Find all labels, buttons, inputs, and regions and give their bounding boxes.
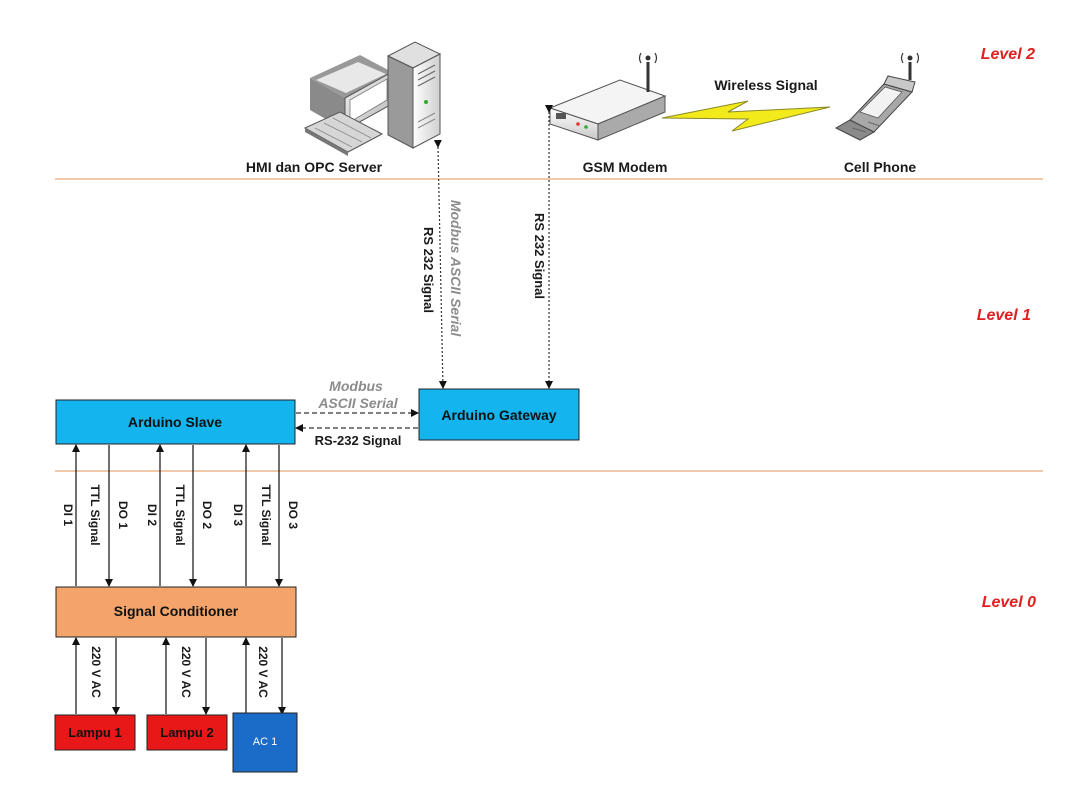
ac-v2-label: 220 V AC bbox=[179, 646, 193, 698]
do3-label: DO 3 bbox=[286, 501, 300, 529]
ttl2-label: TTL Signal bbox=[173, 484, 187, 545]
level1-label: Level 1 bbox=[977, 307, 1031, 324]
cell-phone-icon bbox=[834, 52, 920, 141]
signal-conditioner-box bbox=[55, 586, 297, 638]
di3-label: DI 3 bbox=[231, 504, 245, 526]
ac-v3-label: 220 V AC bbox=[256, 646, 270, 698]
level0-label: Level 0 bbox=[982, 594, 1036, 611]
signal-conditioner-label: Signal Conditioner bbox=[114, 603, 239, 619]
di2-label: DI 2 bbox=[145, 504, 159, 526]
arduino-gateway-label: Arduino Gateway bbox=[441, 407, 556, 423]
level2-label: Level 2 bbox=[981, 46, 1035, 63]
modbus-h-line1: Modbus bbox=[329, 378, 383, 394]
hmi-label: HMI dan OPC Server bbox=[246, 159, 383, 175]
wireless-signal-label: Wireless Signal bbox=[714, 77, 817, 93]
lampu2-box bbox=[146, 714, 228, 751]
do1-label: DO 1 bbox=[116, 501, 130, 529]
computer-icon bbox=[303, 41, 442, 156]
arduino-gateway-box bbox=[418, 388, 580, 441]
ac1-label: AC 1 bbox=[253, 736, 277, 748]
modbus-vertical-label: Modbus ASCII Serial bbox=[448, 200, 464, 338]
rs232-pc-label: RS 232 Signal bbox=[421, 227, 436, 313]
rs232-h-label: RS-232 Signal bbox=[315, 433, 402, 448]
cell-phone-label: Cell Phone bbox=[844, 159, 917, 175]
ttl3-label: TTL Signal bbox=[259, 484, 273, 545]
pc-gateway-link bbox=[433, 139, 447, 389]
gsm-modem-icon bbox=[548, 52, 667, 141]
rs232-modem-label: RS 232 Signal bbox=[532, 213, 547, 299]
arduino-slave-label: Arduino Slave bbox=[128, 414, 222, 430]
wireless-signal-icon bbox=[661, 100, 831, 132]
gsm-modem-label: GSM Modem bbox=[583, 159, 668, 175]
ttl1-label: TTL Signal bbox=[88, 484, 102, 545]
arduino-slave-box bbox=[55, 399, 296, 445]
lampu1-label: Lampu 1 bbox=[68, 725, 121, 740]
di1-label: DI 1 bbox=[61, 504, 75, 526]
lampu1-box bbox=[54, 714, 136, 751]
do2-label: DO 2 bbox=[200, 501, 214, 529]
ac-v1-label: 220 V AC bbox=[89, 646, 103, 698]
lampu2-label: Lampu 2 bbox=[160, 725, 213, 740]
modbus-h-line2: ASCII Serial bbox=[317, 395, 398, 411]
ac1-box bbox=[232, 712, 298, 773]
